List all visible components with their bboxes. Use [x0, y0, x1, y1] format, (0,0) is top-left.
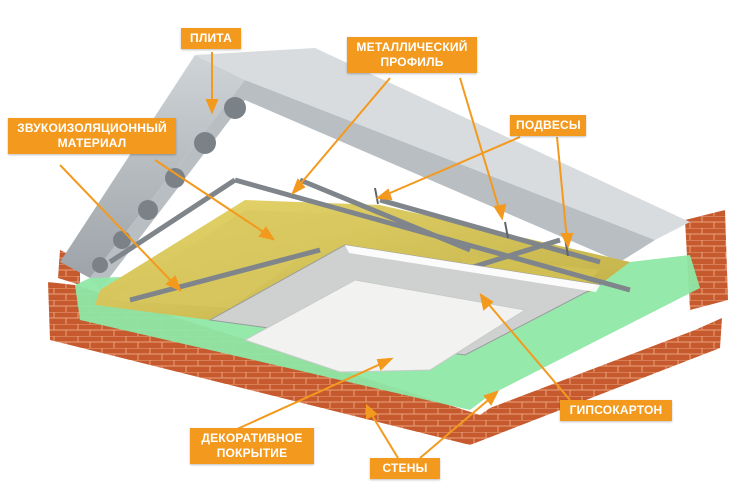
leader-lines — [59, 52, 574, 459]
label-drywall: ГИПСОКАРТОН — [560, 400, 672, 421]
slab-hollow-cores — [92, 97, 246, 273]
label-walls: СТЕНЫ — [370, 458, 440, 479]
label-insulation: ЗВУКОИЗОЛЯЦИОННЫЙ МАТЕРИАЛ — [8, 118, 176, 154]
metal-profiles — [108, 177, 631, 303]
decorative-panel — [243, 279, 527, 373]
label-slab: ПЛИТА — [181, 28, 241, 49]
label-decorative: ДЕКОРАТИВНОЕ ПОКРЫТИЕ — [190, 428, 314, 464]
label-metal-profile: МЕТАЛЛИЧЕСКИЙ ПРОФИЛЬ — [347, 37, 477, 73]
concrete-slab — [60, 48, 690, 290]
label-hangers: ПОДВЕСЫ — [510, 115, 586, 136]
